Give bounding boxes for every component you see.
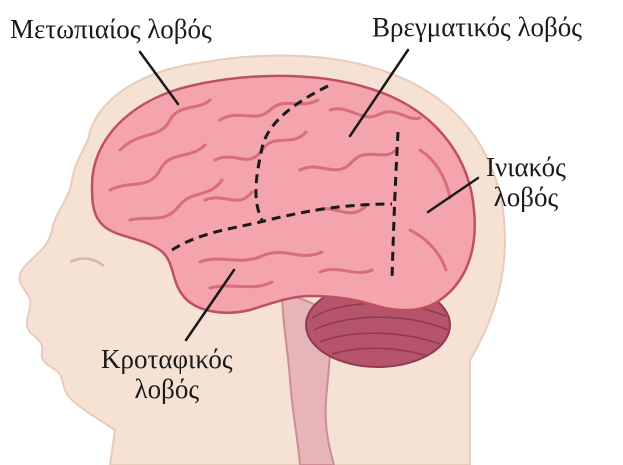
- label-temporal-line-1: Κροταφικός: [101, 344, 233, 374]
- label-parietal-lobe: Βρεγματικός λοβός: [372, 12, 582, 42]
- label-frontal-lobe: Μετωπιαίος λοβός: [10, 14, 212, 44]
- label-occipital-line-2: λοβός: [486, 182, 566, 212]
- label-occipital-line-1: Ινιακός: [486, 152, 566, 182]
- label-temporal-line-2: λοβός: [101, 374, 233, 404]
- label-occipital-lobe: Ινιακός λοβός: [486, 152, 566, 212]
- label-temporal-lobe: Κροταφικός λοβός: [101, 344, 233, 404]
